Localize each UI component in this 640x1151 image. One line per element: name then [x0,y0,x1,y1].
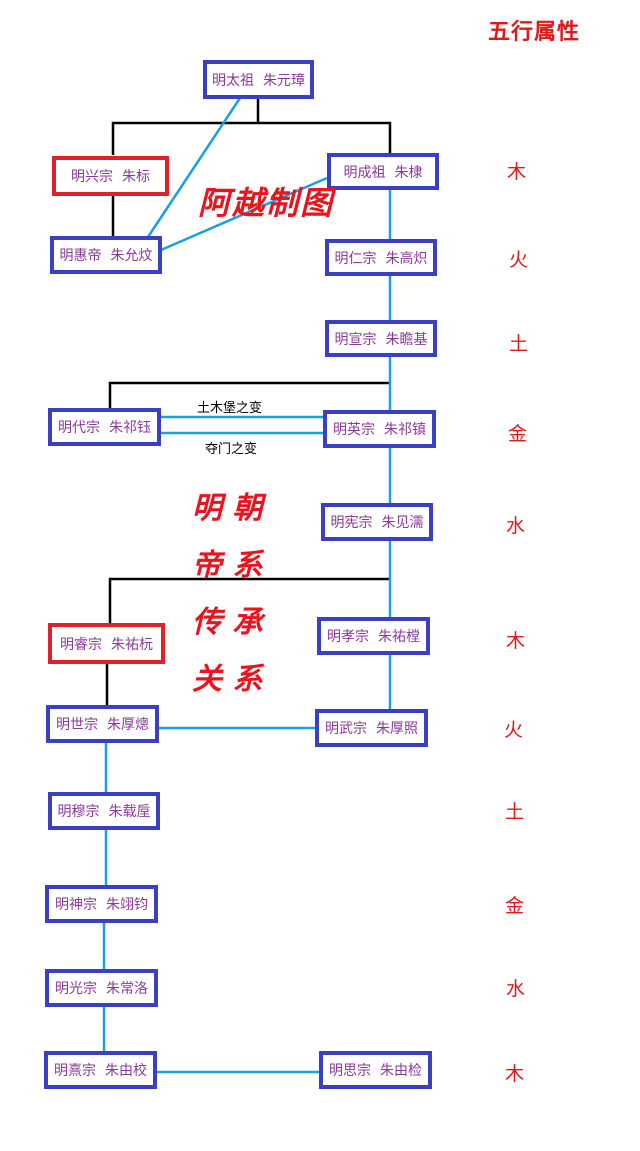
five-elements-title: 五行属性 [488,19,581,45]
event-label-tumu: 土木堡之变 [197,401,263,416]
element-label: 火 [509,249,529,271]
emperor-box-huidi: 明惠帝 朱允炆 [50,236,162,274]
emperor-box-daizong: 明代宗 朱祁钰 [48,408,161,446]
emperor-box-xianzong: 明宪宗 朱见濡 [321,503,433,541]
emperor-box-wuzong: 明武宗 朱厚照 [315,709,428,747]
center-title-line: 传 承 [192,605,263,640]
center-title-line: 帝 系 [192,548,263,583]
center-title-line: 关 系 [192,662,263,697]
emperor-box-ruizong: 明睿宗 朱祐杬 [48,623,165,664]
emperor-box-yingzong: 明英宗 朱祁镇 [323,410,436,448]
lineage-line [111,121,392,155]
emperor-box-xuanzong: 明宣宗 朱瞻基 [325,320,437,357]
emperor-box-sizong: 明思宗 朱由检 [319,1051,432,1089]
lineage-line [108,577,390,623]
emperor-box-xizong: 明熹宗 朱由校 [44,1051,157,1089]
center-title: 明 朝 帝 系 传 承 关 系 [192,480,292,708]
emperor-box-taizu: 明太祖 朱元璋 [203,60,314,99]
element-label: 火 [504,719,524,741]
element-label: 金 [508,423,528,445]
center-title-line: 明 朝 [192,491,263,526]
emperor-box-guangzong: 明光宗 朱常洛 [45,969,158,1007]
emperor-box-muzong: 明穆宗 朱载垕 [48,792,160,830]
emperor-box-xiaozong: 明孝宗 朱祐樘 [317,617,430,655]
lineage-line [108,381,390,408]
emperor-box-xingzong: 明兴宗 朱标 [52,156,169,196]
event-label-duomen: 夺门之变 [205,442,258,457]
emperor-box-shizong: 明世宗 朱厚熜 [46,705,159,743]
succession-line [160,176,328,252]
element-label: 木 [506,630,526,652]
element-label: 水 [506,515,526,537]
element-label: 木 [507,161,527,183]
element-label: 土 [505,801,525,823]
element-label: 水 [506,978,526,1000]
author-watermark: 阿越制图 [198,184,335,222]
emperor-box-chengzu: 明成祖 朱棣 [327,153,439,190]
element-label: 土 [509,333,529,355]
element-label: 金 [505,895,525,917]
element-label: 木 [505,1063,525,1085]
succession-line [146,97,242,238]
emperor-box-renzong: 明仁宗 朱高炽 [325,239,437,276]
emperor-box-shenzong: 明神宗 朱翊钧 [45,885,158,923]
